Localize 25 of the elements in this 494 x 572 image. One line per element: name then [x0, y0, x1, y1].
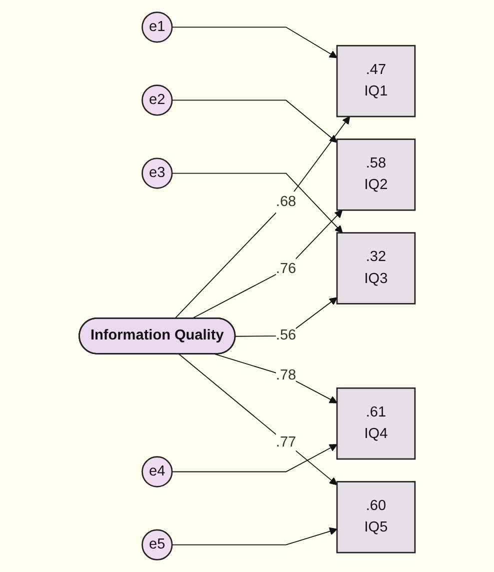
arrow	[171, 100, 338, 143]
node-circle: e1	[141, 12, 173, 43]
edge-label: .78	[276, 368, 296, 384]
edge-label: .56	[276, 328, 296, 344]
arrow	[171, 26, 338, 58]
arrow	[214, 354, 338, 404]
node-box: .58 IQ2	[336, 138, 416, 211]
arrow	[174, 116, 350, 320]
arrow	[178, 354, 338, 486]
node-circle: e2	[141, 84, 173, 116]
arrow	[171, 527, 338, 546]
edge-label: .77	[276, 434, 296, 450]
edge-label: .76	[276, 260, 296, 276]
edge-label: .68	[276, 194, 296, 210]
node-box: .61 IQ4	[336, 387, 416, 460]
node-box: .60 IQ5	[336, 481, 416, 554]
node-box: .47 IQ1	[336, 44, 416, 118]
arrow	[191, 210, 342, 320]
node-box: .32 IQ3	[336, 232, 416, 304]
node-circle: e5	[141, 529, 173, 560]
arrow	[171, 444, 338, 472]
arrow	[171, 172, 343, 234]
node-circle: e3	[141, 158, 173, 189]
arrow	[234, 297, 338, 337]
node-circle: e4	[141, 456, 173, 488]
